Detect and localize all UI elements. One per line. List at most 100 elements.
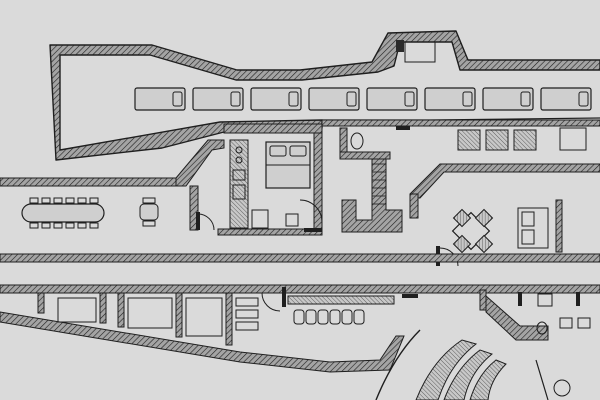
basin-icon: [305, 309, 317, 325]
cabinet-box: [513, 129, 537, 151]
washbasin: [537, 293, 553, 307]
partition-wall: [225, 292, 233, 346]
room-frame: [57, 297, 97, 323]
top-booth: [404, 41, 436, 63]
door-leaf: [304, 228, 322, 232]
room-frame: [185, 297, 223, 337]
bottom-diagonal-wall: [0, 311, 405, 373]
pillow-icon: [462, 91, 473, 107]
toilet-icon: [536, 321, 548, 335]
chair-icon: [474, 208, 494, 228]
chair-icon: [53, 197, 63, 204]
door-arc: [439, 247, 459, 267]
chair-icon: [53, 222, 63, 229]
single-bed: [308, 87, 360, 111]
dining-table-long: [21, 203, 105, 223]
single-bed: [134, 87, 186, 111]
auditorium-seats: [443, 349, 494, 400]
pillow-icon: [346, 91, 357, 107]
chair-icon: [452, 208, 472, 228]
chair-icon: [41, 197, 51, 204]
chair-icon: [29, 222, 39, 229]
cabinet: [232, 184, 246, 200]
wc-diagonal-wall: [485, 294, 549, 341]
chair-icon: [77, 222, 87, 229]
single-bed: [540, 87, 592, 111]
cabinet-box: [559, 127, 587, 151]
basin-icon: [329, 309, 341, 325]
chair-icon: [77, 197, 87, 204]
mid-left-band: [0, 177, 183, 187]
single-bed: [250, 87, 302, 111]
wc-left-wall: [339, 127, 348, 155]
pillow-icon: [230, 91, 241, 107]
stage-edge: [535, 359, 549, 400]
single-bed: [482, 87, 534, 111]
counter: [287, 295, 395, 305]
dining-seats: [29, 197, 99, 229]
top-booth-door: [396, 40, 404, 52]
bed-row: [134, 87, 592, 111]
pillow-icon: [288, 91, 299, 107]
bottom-top-wall: [0, 284, 600, 294]
partition-wall: [117, 292, 125, 328]
fixture: [235, 297, 259, 307]
basin-icon: [317, 309, 329, 325]
chair-icon: [41, 222, 51, 229]
auditorium-seats: [415, 339, 478, 400]
lounge-left-wall: [409, 193, 419, 219]
pillow-icon: [520, 91, 531, 107]
kitchen-sink: [232, 169, 246, 181]
fixture: [235, 321, 259, 331]
shower: [251, 209, 269, 229]
middle-block: [0, 123, 600, 267]
auditorium-seats: [469, 359, 507, 400]
washbasin: [285, 213, 299, 227]
sofa-cushion: [521, 229, 535, 245]
dining-table-small: [139, 203, 159, 221]
wc-partition: [479, 289, 487, 311]
pillow-icon: [172, 91, 183, 107]
shelf-row: [372, 163, 386, 205]
toilet-icon: [350, 132, 364, 150]
lounge-table-set: [451, 208, 494, 254]
kitchen-counter: [229, 139, 249, 229]
sofa: [517, 207, 549, 249]
chair-icon: [89, 222, 99, 229]
basin-icon: [341, 309, 353, 325]
stove-burner: [235, 156, 243, 164]
chair-icon: [142, 220, 156, 227]
chair-icon: [89, 197, 99, 204]
door-leaf: [576, 292, 580, 306]
auditorium-wall: [375, 329, 421, 400]
pillow-icon: [289, 145, 307, 157]
door-leaf: [196, 212, 200, 230]
chair-icon: [474, 234, 494, 254]
room-block-top-wall: [223, 123, 323, 134]
chair-icon: [65, 197, 75, 204]
room-frame: [127, 297, 173, 329]
wc-bottom-wall: [339, 151, 391, 160]
washbasin: [559, 317, 573, 329]
partition-wall: [175, 292, 183, 338]
stove-burner: [235, 146, 243, 154]
door-leaf: [518, 292, 522, 306]
door-leaf: [282, 287, 286, 307]
pillow-icon: [269, 145, 287, 157]
basin-row: [293, 309, 365, 325]
door-arc: [299, 199, 323, 223]
door-arc: [261, 292, 281, 312]
top-wing-lower-band: [321, 119, 600, 127]
single-bed: [366, 87, 418, 111]
cabinet-box: [457, 129, 481, 151]
partition-wall: [99, 292, 107, 324]
single-bed: [424, 87, 476, 111]
top-wing: [49, 30, 600, 161]
door-arc: [197, 213, 215, 231]
basin-icon: [293, 309, 305, 325]
chair-icon: [142, 197, 156, 204]
reception-counter: [341, 158, 403, 233]
washbasin: [577, 317, 591, 329]
wc-door-leaf: [396, 126, 410, 130]
